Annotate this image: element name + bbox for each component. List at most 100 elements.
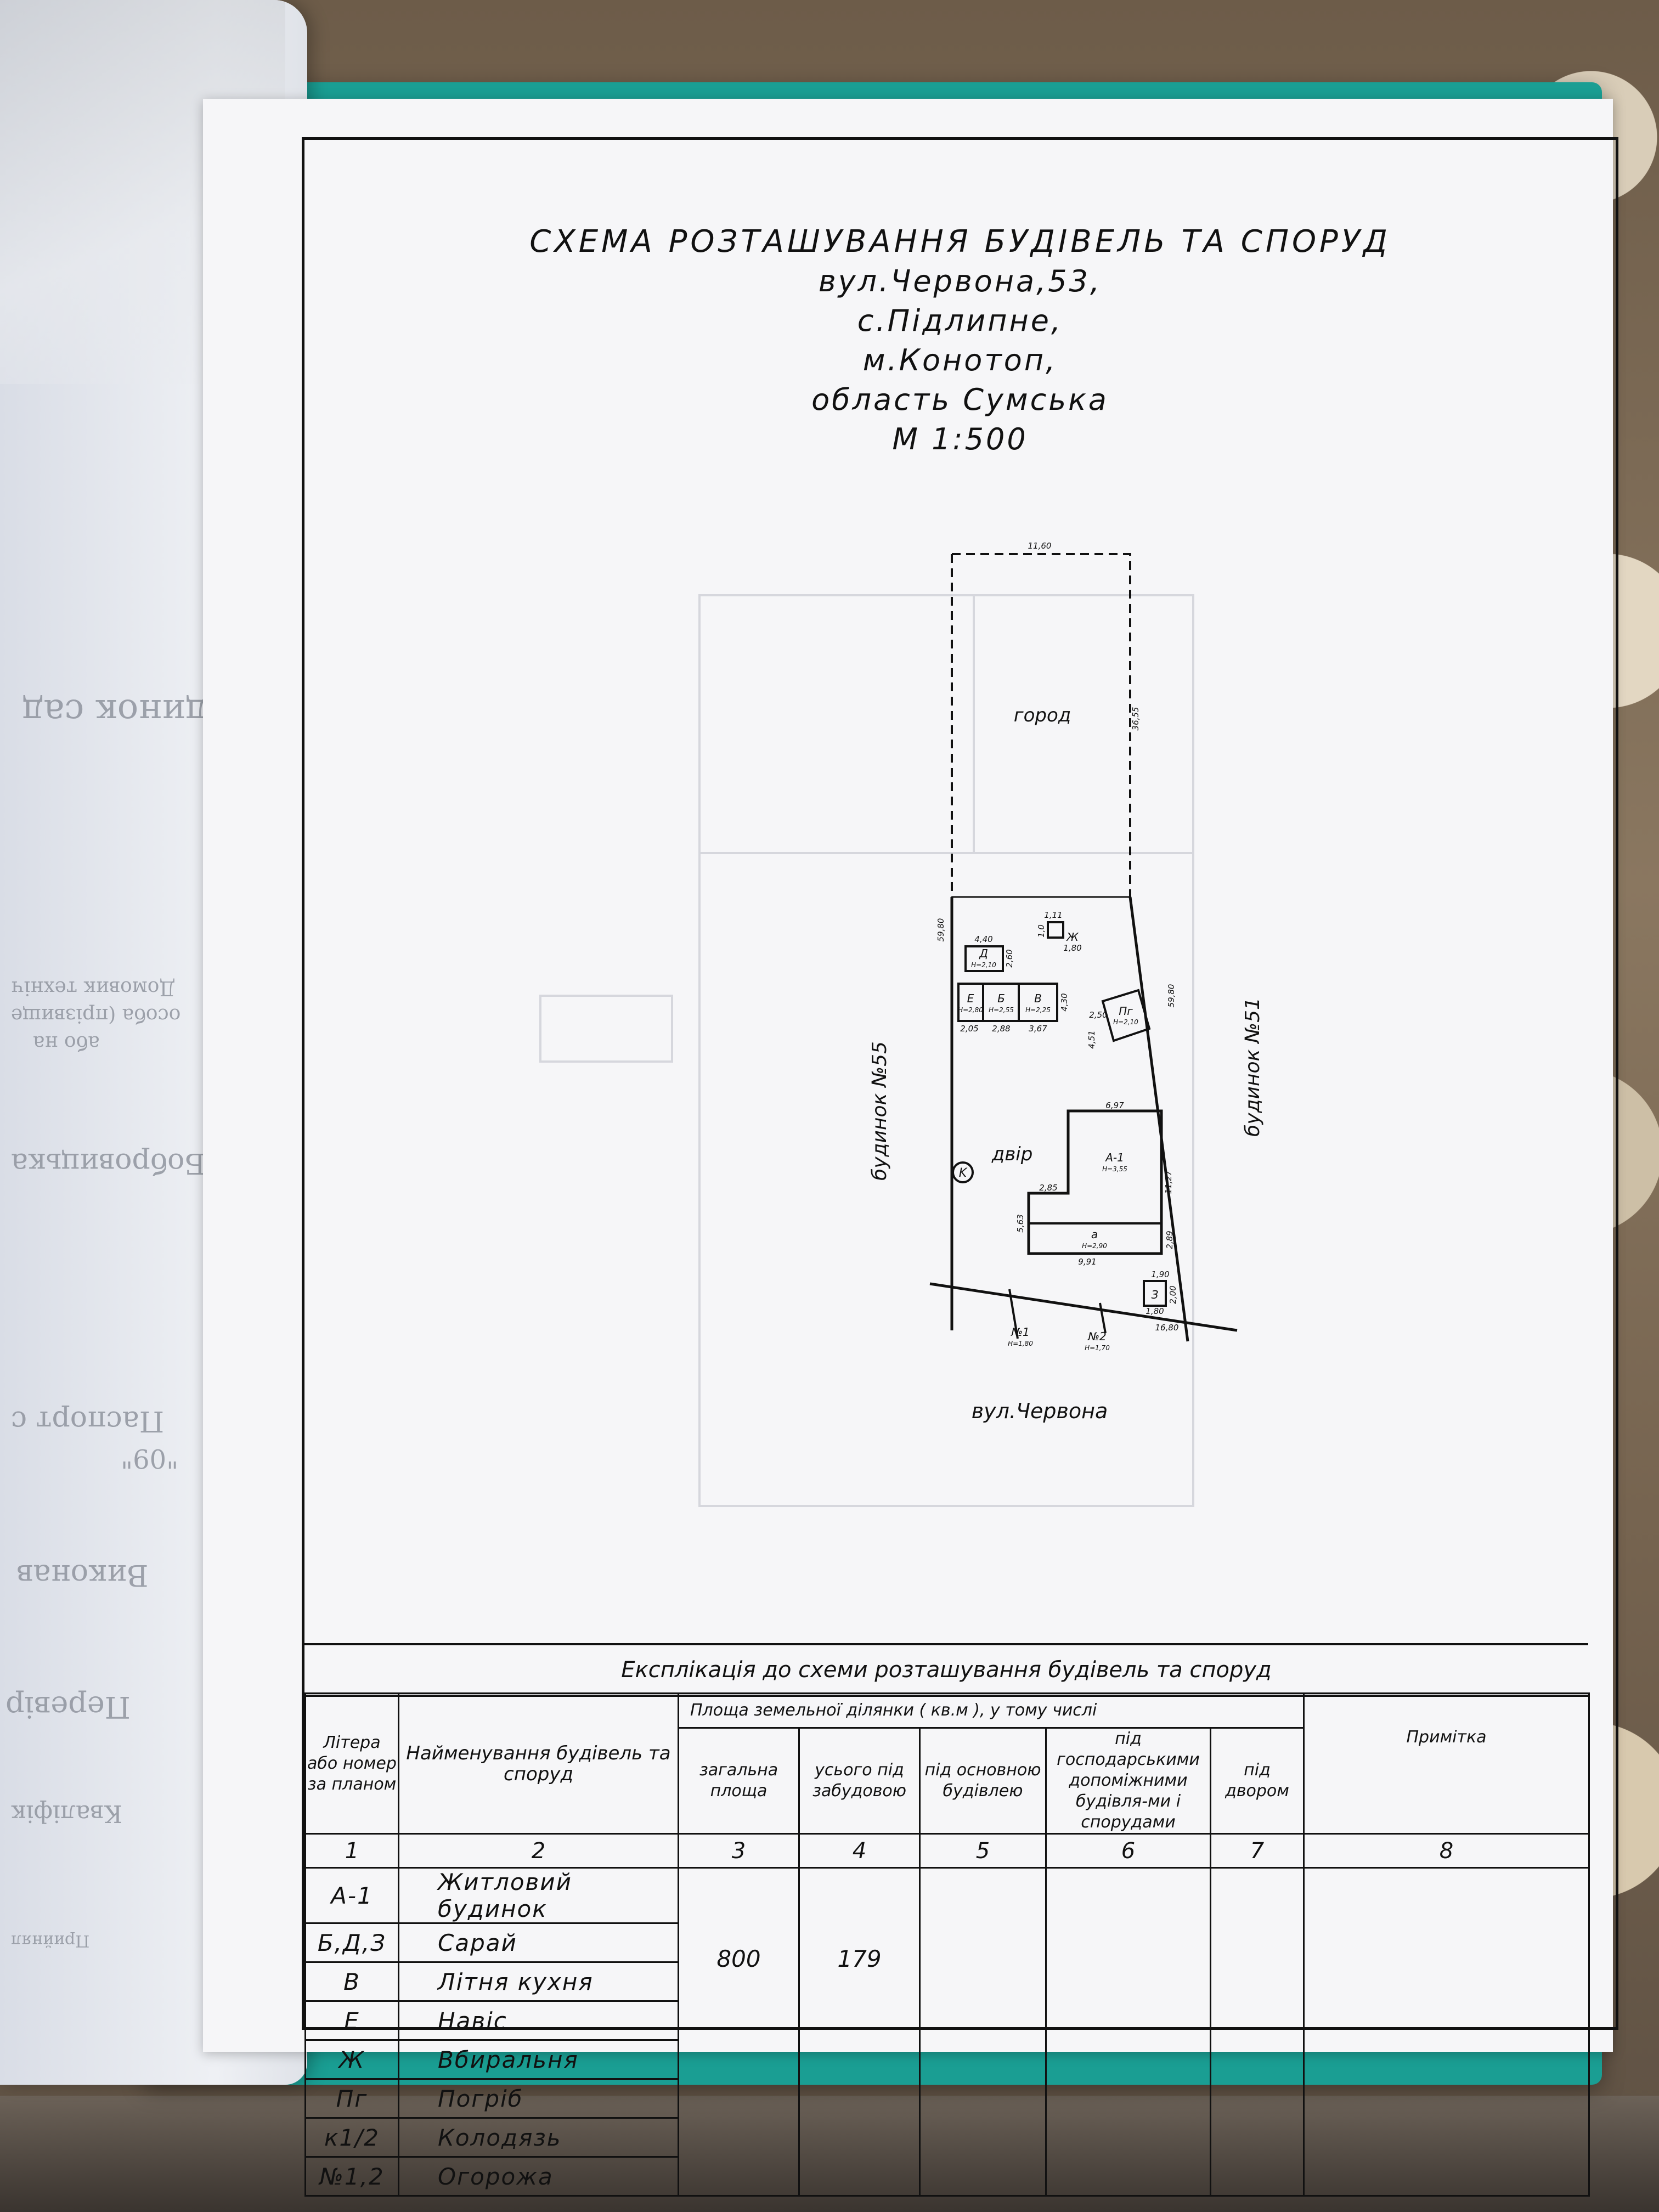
row-litera: №1,2: [304, 2156, 399, 2197]
fence-2: [1099, 1302, 1107, 1334]
dim-top: 11,60: [1028, 541, 1052, 551]
dim-e-width: 2,05: [960, 1024, 978, 1034]
yard-label: двір: [991, 1143, 1033, 1165]
left-page-text-7: "09": [121, 1443, 179, 1474]
dim-right-side: 59,80: [1166, 984, 1176, 1008]
street-label: вул.Червона: [972, 1399, 1108, 1423]
dim-garden-side: 36,55: [1131, 707, 1141, 731]
left-page-text-8: Виконав: [16, 1558, 149, 1593]
col-number-3: 3: [678, 1833, 800, 1869]
header-area-group: Площа земельної ділянки ( кв.м ), у тому…: [678, 1692, 1305, 1729]
dim-a-step: 2,85: [1039, 1183, 1057, 1193]
dim-left-side: 59,80: [936, 918, 946, 942]
title-region: область Сумська: [811, 382, 1109, 417]
label-d-height: Н=2,10: [971, 961, 996, 969]
dim-z-width: 1,80: [1146, 1306, 1164, 1316]
header-yard: під двором: [1210, 1727, 1305, 1835]
title-main: СХЕМА РОЗТАШУВАННЯ БУДІВЕЛЬ ТА СПОРУД: [529, 224, 1391, 259]
dim-d-height: 2,60: [1005, 949, 1014, 967]
table-row: Б,Д,З Сарай: [304, 1922, 1589, 1963]
table-row: А-1 Житловий будинок 800 179: [304, 1867, 1590, 2197]
dim-zh-height: 1,0: [1036, 924, 1046, 938]
explication-section: Експлікація до схеми розташування будіве…: [304, 1643, 1616, 2197]
header-name: Найменування будівель та споруд: [398, 1692, 679, 1835]
dim-a-side: 2,89: [1165, 1231, 1175, 1249]
row-litera: к1/2: [304, 2117, 399, 2158]
well-symbol: K: [959, 1166, 968, 1180]
row-litera: Ж: [304, 2039, 399, 2080]
table-row: В Літня кухня: [304, 1961, 1589, 2002]
dim-d-width: 4,40: [974, 934, 992, 944]
label-e-height: Н=2,80: [958, 1006, 983, 1014]
col-number-6: 6: [1045, 1833, 1211, 1869]
garden-boundary-dashed: [952, 553, 1131, 897]
left-page-text-4: або на: [33, 1031, 100, 1054]
row-name: Колодязь: [398, 2117, 679, 2158]
site-plan: K город двір вул.Червона будинок №55 буд…: [539, 541, 1264, 1507]
dim-zh-width: 1,11: [1044, 910, 1062, 920]
row-name: Сарай: [398, 1922, 679, 1963]
building-v: [1018, 983, 1058, 1022]
label-v: В: [1034, 992, 1042, 1005]
dim-a1-height: 11,27: [1164, 1170, 1173, 1194]
table-row: №1,2 Огорожа: [304, 2156, 1589, 2197]
dim-b-width: 2,88: [992, 1024, 1010, 1034]
total-area-value: 800: [678, 1867, 800, 2197]
title-scale: М 1:500: [892, 422, 1028, 456]
explication-title: Експлікація до схеми розташування будіве…: [304, 1643, 1588, 1697]
label-b: Б: [997, 992, 1005, 1005]
house-a1: [1027, 1109, 1163, 1255]
drawing-frame: СХЕМА РОЗТАШУВАННЯ БУДІВЕЛЬ ТА СПОРУД ву…: [302, 137, 1618, 2197]
col-number-2: 2: [398, 1833, 679, 1869]
header-note: Примітка: [1303, 1692, 1590, 1835]
label-d: Д: [979, 947, 988, 960]
label-e: Е: [967, 992, 974, 1005]
yard-cell: [1210, 1867, 1305, 2197]
right-neighbor-label: будинок №51: [1242, 997, 1264, 1137]
label-fence-2: №2: [1087, 1330, 1107, 1343]
dim-front: 16,80: [1155, 1323, 1179, 1333]
garden-label: город: [1014, 704, 1071, 726]
document-sheet: СХЕМА РОЗТАШУВАННЯ БУДІВЕЛЬ ТА СПОРУД ву…: [203, 99, 1618, 2197]
label-fence-1-height: Н=1,80: [1008, 1340, 1033, 1347]
table-row: Пг Погріб: [304, 2078, 1589, 2119]
cellar-pg: [1101, 989, 1151, 1042]
building-zh: [1047, 921, 1064, 939]
col-number-4: 4: [798, 1833, 921, 1869]
title-village: с.Підлипне,: [857, 303, 1063, 338]
label-a: а: [1091, 1228, 1098, 1241]
built-area-value: 179: [798, 1867, 921, 2197]
left-page-text-5: Бобровицька: [11, 1147, 206, 1180]
col-number-5: 5: [919, 1833, 1047, 1869]
table-row: Е Навіс: [304, 2000, 1589, 2041]
label-z: З: [1152, 1288, 1159, 1301]
left-page-text-9: Перевір: [5, 1690, 131, 1724]
dim-z-height: 2,00: [1168, 1285, 1178, 1304]
header-built-area: усього під забудовою: [798, 1727, 921, 1835]
dim-zh-len: 1,80: [1063, 943, 1081, 953]
label-a1-height: Н=3,55: [1102, 1165, 1127, 1173]
dim-v-height: 4,30: [1059, 993, 1069, 1011]
row-name: Навіс: [398, 2000, 679, 2041]
left-page-text-6: Паспорт с: [11, 1404, 165, 1437]
row-name: Житловий будинок: [398, 1867, 679, 1924]
left-page-text-10: Кваліфік: [11, 1799, 123, 1827]
row-litera: В: [304, 1961, 399, 2002]
title-block: СХЕМА РОЗТАШУВАННЯ БУДІВЕЛЬ ТА СПОРУД ву…: [304, 222, 1616, 459]
table-row: Ж Вбиральня: [304, 2039, 1589, 2080]
dim-a-height: 5,63: [1015, 1214, 1025, 1232]
col-number-8: 8: [1303, 1833, 1590, 1869]
label-pg: Пг: [1119, 1005, 1133, 1018]
ghost-drawing: [539, 594, 1194, 1507]
row-litera: Пг: [304, 2078, 399, 2119]
label-a-height: Н=2,90: [1082, 1242, 1107, 1250]
header-total-area: загальна площа: [678, 1727, 800, 1835]
row-name: Огорожа: [398, 2156, 679, 2197]
label-fence-2-height: Н=1,70: [1085, 1344, 1110, 1352]
dim-z-top: 1,90: [1151, 1269, 1169, 1279]
header-litera: Літера або номер за планом: [304, 1692, 399, 1835]
building-d: [964, 945, 1004, 972]
header-main-building: під основною будівлею: [919, 1727, 1047, 1835]
right-property-line: [1128, 896, 1189, 1342]
dim-pg-height: 4,51: [1087, 1030, 1097, 1048]
